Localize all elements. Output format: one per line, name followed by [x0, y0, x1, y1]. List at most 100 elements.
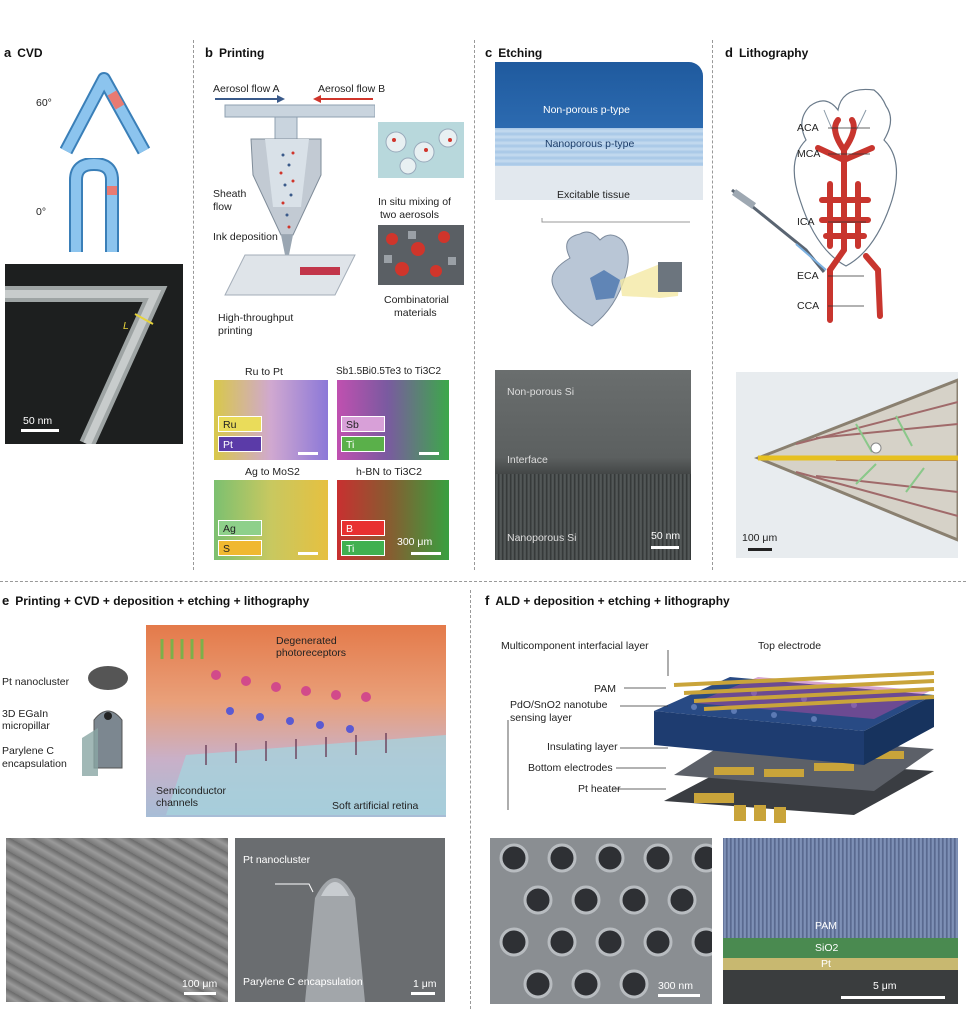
sensor-leader-lines [507, 650, 669, 810]
sem1-scalebar [184, 992, 216, 995]
map2-title: Sb1.5Bi0.5Te3 to Ti3C2 [336, 366, 442, 377]
htp-label-2: printing [218, 325, 253, 337]
map4-legend-top: B [341, 520, 385, 536]
sem2-encapsulation-label: Parylene C encapsulation [243, 976, 363, 988]
vessel-ica-label: ICA [797, 216, 815, 228]
xsec-scalebar [841, 996, 945, 999]
layer1-label: Non-porous p-type [543, 104, 630, 116]
map2-legend-top: Sb [341, 416, 385, 432]
brain-vessel-illustration [731, 88, 898, 323]
pdo-label: PdO/SnO2 nanotube [510, 699, 608, 711]
single-pillar-sem: Pt nanocluster Parylene C encapsulation … [235, 838, 445, 1002]
micropillar-illustration [82, 666, 128, 776]
sem2-scalebar [411, 992, 435, 995]
aerosol-a-label: Aerosol flow A [213, 83, 280, 95]
layer2-label: Nanoporous p-type [545, 138, 635, 150]
multi-layer-label: Multicomponent interfacial layer [501, 640, 649, 652]
cvd-sem-image: L 50 nm [5, 264, 183, 444]
divider-row [0, 581, 966, 582]
divider-ab [193, 40, 194, 570]
etching-layers: Non-porous p-type Nanoporous p-type Exci… [495, 62, 703, 214]
map4-title: h-BN to Ti3C2 [356, 466, 422, 478]
xsec-pt-label: Pt [821, 958, 831, 970]
xsec-pam-label: PAM [815, 920, 837, 932]
etching-scalebar [651, 546, 679, 549]
parylene-label-2: encapsulation [2, 758, 67, 770]
litho-scale-label: 100 μm [742, 532, 778, 544]
map-sb-ti: Sb Ti [337, 380, 449, 460]
aerosol-b-label: Aerosol flow B [318, 83, 386, 95]
parylene-label: Parylene C [2, 745, 54, 757]
honeycomb-sem: 300 nm [490, 838, 712, 1004]
vessel-eca-label: ECA [797, 270, 819, 282]
lithography-image: 100 μm [736, 372, 958, 558]
semiconductor-label: Semiconductor [156, 785, 227, 797]
heart-illustration [541, 218, 690, 327]
bottom-electrodes-label: Bottom electrodes [528, 762, 613, 774]
map3-legend-top: Ag [218, 520, 262, 536]
etching-scale-label: 50 nm [651, 530, 681, 542]
angle-60-label: 60° [36, 97, 52, 109]
map2-scalebar [419, 452, 439, 455]
pdo-label-2: sensing layer [510, 712, 572, 724]
top-electrode-label: Top electrode [758, 640, 822, 652]
honeycomb-scale-label: 300 nm [658, 980, 694, 992]
mixing-label-2: two aerosols [380, 209, 439, 221]
xsec-scale-label: 5 μm [873, 980, 897, 992]
sem1-scale-label: 100 μm [182, 978, 218, 990]
pam-label: PAM [594, 683, 616, 695]
cvd-scale-label: 50 nm [23, 415, 53, 427]
ink-label: Ink deposition [213, 231, 278, 243]
sem-nonporous-label: Non-porous Si [507, 386, 575, 398]
gas-sensor-stack [654, 671, 935, 823]
combi-label: Combinatorial [384, 294, 449, 306]
artificial-retina-render: Degenerated photoreceptors Semiconductor… [146, 625, 446, 817]
cvd-l-label: L [123, 320, 129, 332]
map4-scalebar [411, 552, 441, 555]
etching-sem-image: Non-porous Si Interface Nanoporous Si 50… [495, 370, 691, 560]
printing-schematic [215, 95, 375, 296]
sem-interface-label: Interface [507, 454, 548, 466]
xsec-sio2-label: SiO2 [815, 942, 839, 954]
map3-scalebar [298, 552, 318, 555]
cross-section-sem: PAM SiO2 Pt 5 μm [723, 838, 958, 1004]
retina-label: Soft artificial retina [332, 800, 419, 812]
map-scale-label: 300 μm [397, 536, 433, 548]
vessel-mca-label: MCA [797, 148, 821, 160]
map-hbn-ti: B Ti 300 μm [337, 480, 449, 560]
micropillar-array-sem: 100 μm [6, 838, 228, 1002]
mixing-label: In situ mixing of [378, 196, 451, 208]
divider-cd [712, 40, 713, 570]
semiconductor-label-2: channels [156, 797, 199, 809]
map1-legend-bottom: Pt [218, 436, 262, 452]
cvd-scalebar [21, 429, 59, 432]
combinatorial-render [378, 225, 464, 285]
sem2-scale-label: 1 μm [413, 978, 437, 990]
sem-nanoporous-label: Nanoporous Si [507, 532, 577, 544]
egain-label: 3D EGaIn [2, 708, 49, 720]
sem2-pt-label: Pt nanocluster [243, 854, 311, 866]
combi-label-2: materials [394, 307, 437, 319]
bent-nanowire-0 [69, 158, 119, 252]
degenerated-label-2: photoreceptors [276, 647, 347, 659]
sheath-label: Sheath [213, 188, 247, 200]
honeycomb-scalebar [658, 994, 700, 997]
mixing-render [378, 122, 464, 178]
map1-scalebar [298, 452, 318, 455]
insulating-label: Insulating layer [547, 741, 618, 753]
map-ag-mos2: Ag S [214, 480, 328, 560]
map-ru-pt: Ru Pt [214, 380, 328, 460]
vessel-aca-label: ACA [797, 122, 819, 134]
bent-nanowire-60 [60, 72, 151, 155]
map1-legend-top: Ru [218, 416, 262, 432]
vessel-leader-lines [828, 127, 870, 307]
map3-legend-bottom: S [218, 540, 262, 556]
sheath-label-2: flow [213, 201, 232, 213]
pt-heater-label: Pt heater [578, 783, 621, 795]
pt-nanocluster-label: Pt nanocluster [2, 676, 70, 688]
